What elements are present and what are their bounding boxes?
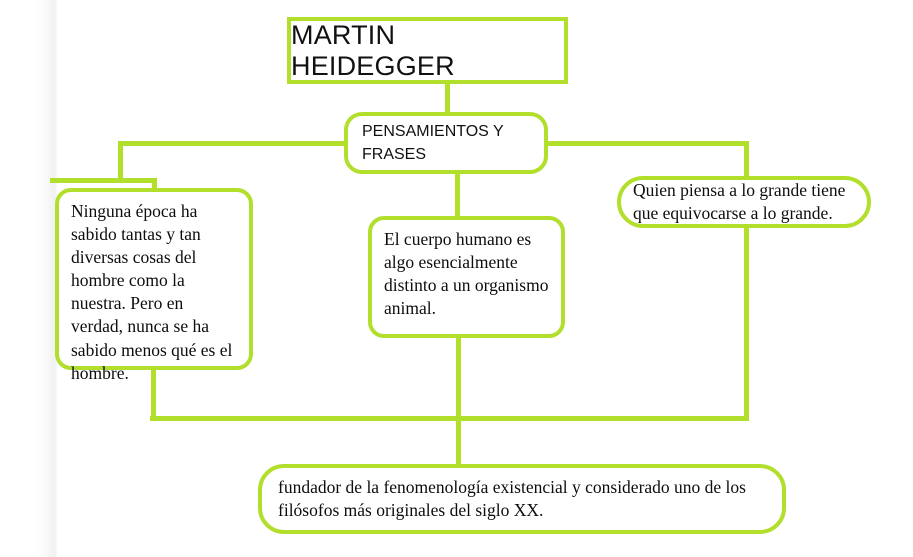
node-quote-left: Ninguna época ha sabido tantas y tan div… xyxy=(55,188,253,383)
root-title-text: MARTIN HEIDEGGER xyxy=(291,19,455,81)
connector-collector-bar xyxy=(150,416,749,421)
quote-right-text: Quien piensa a lo grande tiene que equiv… xyxy=(633,179,846,223)
connector-branch-right-vertical xyxy=(744,141,749,179)
conclusion-text: fundador de la fenomenología existencial… xyxy=(278,476,746,520)
connector-branch-left-horizontal xyxy=(118,141,348,146)
branch-text: PENSAMIENTOS Y FRASES xyxy=(362,122,504,163)
connector-branch-to-center xyxy=(455,173,460,218)
connector-branch-left-vertical xyxy=(118,141,123,181)
node-root-title: MARTIN HEIDEGGER xyxy=(287,17,568,84)
connector-left-into-box xyxy=(50,178,155,183)
quote-center-text: El cuerpo humano es algo esencialmente d… xyxy=(384,229,549,319)
quote-left-text: Ninguna época ha sabido tantas y tan div… xyxy=(71,201,233,383)
connector-center-quote-down xyxy=(456,336,461,466)
node-branch-pensamientos-y-frases: PENSAMIENTOS Y FRASES xyxy=(344,112,548,174)
node-quote-center: El cuerpo humano es algo esencialmente d… xyxy=(368,216,565,338)
node-quote-right: Quien piensa a lo grande tiene que equiv… xyxy=(617,176,871,228)
node-conclusion: fundador de la fenomenología existencial… xyxy=(258,464,786,534)
connector-left-box-stub xyxy=(152,178,157,190)
connector-left-quote-down xyxy=(151,368,156,420)
connector-branch-right-horizontal xyxy=(546,141,749,146)
connector-title-to-branch xyxy=(445,84,450,114)
connector-right-quote-down xyxy=(744,226,749,420)
